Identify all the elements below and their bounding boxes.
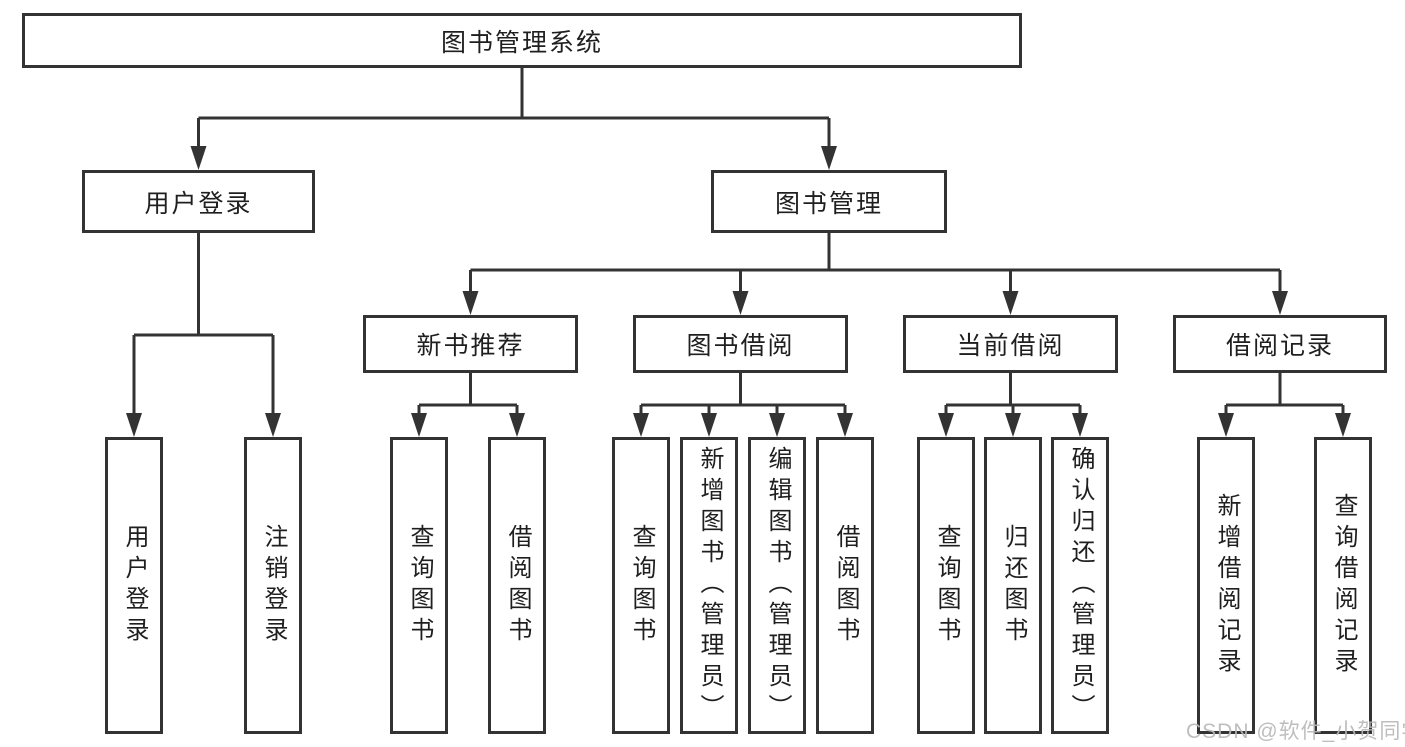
leaf-return-books: 归还图书	[984, 437, 1042, 734]
leaf-label: 编辑图书（管理员）	[764, 446, 791, 725]
node-borrow-records: 借阅记录	[1173, 315, 1387, 373]
leaf-label: 注销登录	[260, 523, 287, 648]
leaf-edit-books-admin: 编辑图书（管理员）	[748, 437, 806, 734]
leaf-label: 查询图书	[406, 523, 433, 648]
node-root: 图书管理系统	[22, 13, 1022, 68]
node-label: 图书借阅	[686, 332, 795, 360]
csdn-watermark: CSDN @软件_小贺同学	[1186, 720, 1405, 743]
leaf-label: 确认归还（管理员）	[1067, 446, 1094, 725]
node-label: 图书管理	[774, 189, 883, 218]
node-label: 新书推荐	[416, 332, 525, 360]
node-label: 图书管理系统	[440, 28, 603, 57]
node-new-book-recommend: 新书推荐	[363, 315, 578, 373]
leaf-label: 查询借阅记录	[1330, 492, 1357, 679]
leaf-user-login: 用户登录	[105, 437, 163, 734]
leaf-label: 借阅图书	[832, 523, 859, 648]
leaf-label: 新增借阅记录	[1213, 492, 1240, 679]
node-user-login: 用户登录	[82, 170, 315, 233]
leaf-query-borrow-record: 查询借阅记录	[1314, 437, 1372, 734]
leaf-borrow-books-recommend: 借阅图书	[488, 437, 546, 734]
leaf-label: 查询图书	[628, 523, 655, 648]
leaf-query-books-current: 查询图书	[917, 437, 975, 734]
leaf-add-borrow-record: 新增借阅记录	[1197, 437, 1255, 734]
leaf-confirm-return-admin: 确认归还（管理员）	[1051, 437, 1109, 734]
leaf-logout: 注销登录	[244, 437, 302, 734]
node-book-borrow: 图书借阅	[633, 315, 848, 373]
node-label: 用户登录	[144, 189, 253, 218]
leaf-borrow-books: 借阅图书	[816, 437, 874, 734]
node-current-borrow: 当前借阅	[903, 315, 1118, 373]
node-book-management: 图书管理	[711, 170, 947, 233]
leaf-query-books-recommend: 查询图书	[390, 437, 448, 734]
leaf-label: 查询图书	[933, 523, 960, 648]
node-label: 借阅记录	[1225, 332, 1334, 360]
leaf-query-books-borrow: 查询图书	[612, 437, 670, 734]
leaf-label: 新增图书（管理员）	[696, 446, 723, 725]
leaf-add-books-admin: 新增图书（管理员）	[680, 437, 738, 734]
leaf-label: 归还图书	[1000, 523, 1027, 648]
node-label: 当前借阅	[956, 332, 1065, 360]
leaf-label: 用户登录	[121, 523, 148, 648]
leaf-label: 借阅图书	[504, 523, 531, 648]
